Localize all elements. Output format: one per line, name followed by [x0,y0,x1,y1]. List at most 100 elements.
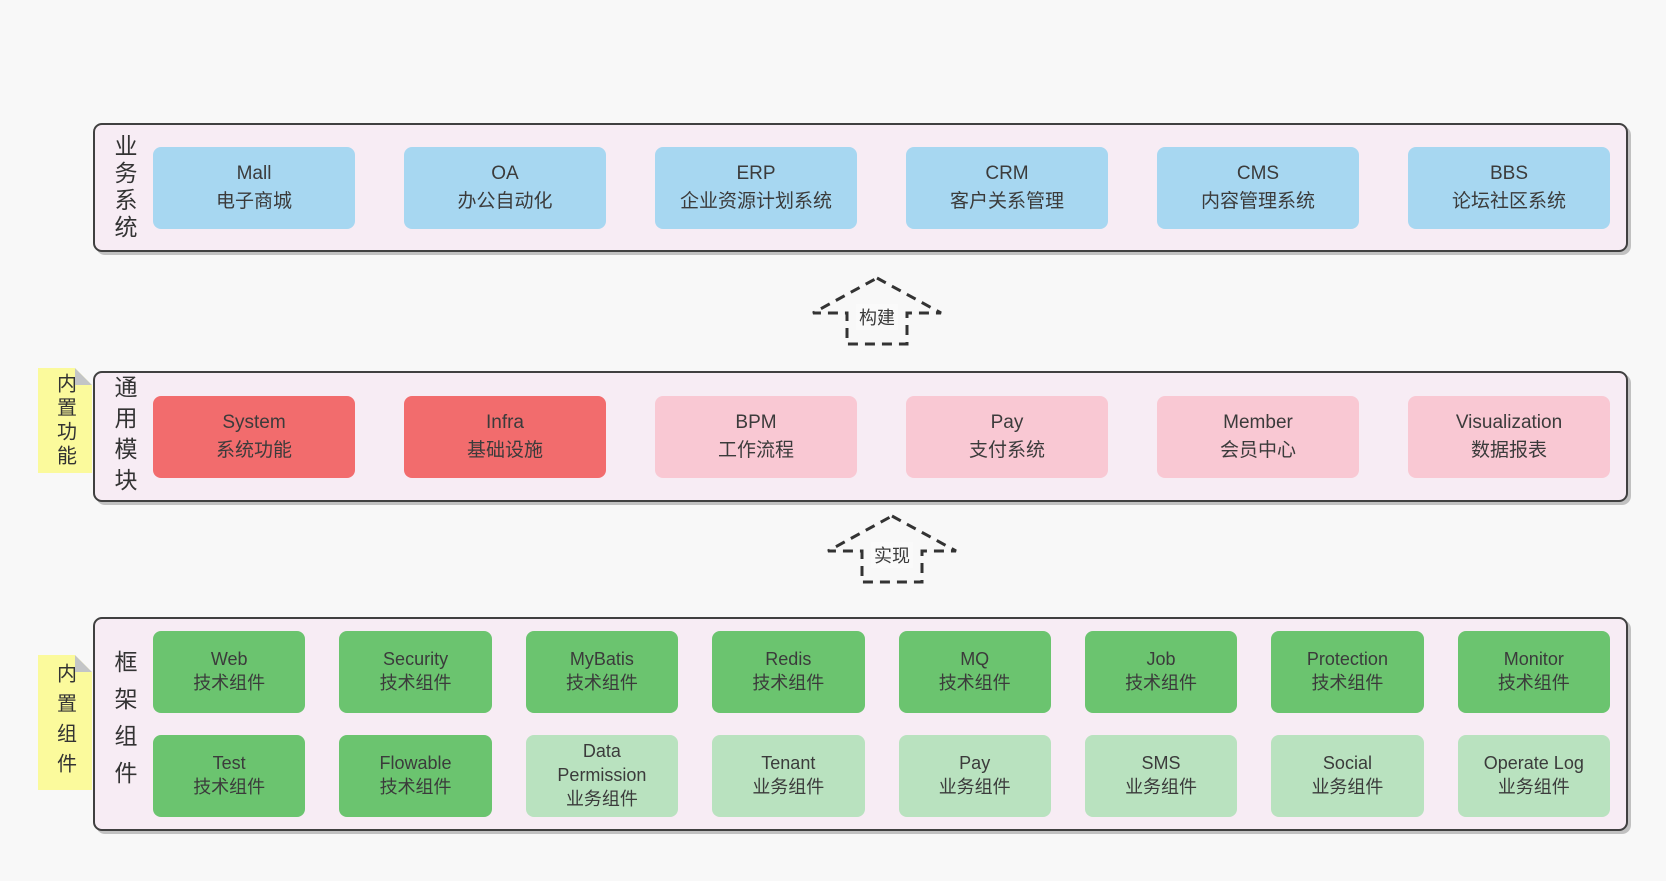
layer-common-modules: 通用模块 System 系统功能 Infra 基础设施 BPM 工作流程 Pay… [93,371,1628,502]
box-title: Protection [1306,649,1388,670]
box-title: BPM [735,411,777,433]
box-subtitle: 技术组件 [565,673,638,693]
sticky-fold-corner-icon [75,368,92,385]
layer-label-business: 业务系统 [111,133,137,242]
box-title: Security [383,649,449,670]
box-subtitle: 技术组件 [752,673,825,693]
box-mq: MQ 技术组件 [898,631,1051,713]
box-bpm: BPM 工作流程 [655,395,857,478]
box-subtitle: 数据报表 [1470,439,1547,461]
module-boxes: System 系统功能 Infra 基础设施 BPM 工作流程 Pay 支付系统… [153,373,1626,500]
up-arrow-icon [812,276,942,346]
box-security: Security 技术组件 [339,631,492,713]
arrow-implement-label: 实现 [871,541,913,568]
box-infra: Infra 基础设施 [404,395,606,478]
box-title: Data Permission [557,741,647,786]
box-title: System [222,411,286,433]
layer-label-modules: 通用模块 [111,374,137,499]
box-subtitle: 业务组件 [938,777,1011,797]
box-test: Test 技术组件 [153,735,306,817]
box-subtitle: 业务组件 [565,788,638,809]
box-title: MQ [960,649,990,670]
box-title: Infra [485,411,525,433]
up-arrow-icon [827,514,957,584]
sticky-built-in-features: 内置功能 [38,368,92,473]
arrow-build-label: 构建 [856,303,898,330]
box-subtitle: 内容管理系统 [1200,190,1315,212]
box-title: SMS [1141,753,1181,774]
box-tenant: Tenant 业务组件 [712,735,865,817]
box-visualization: Visualization 数据报表 [1408,395,1610,478]
component-grid: Web 技术组件 Security 技术组件 MyBatis 技术组件 Redi… [153,619,1626,829]
box-subtitle: 技术组件 [938,673,1011,693]
box-crm: CRM 客户关系管理 [906,146,1108,229]
box-subtitle: 业务组件 [1311,777,1384,797]
sticky-fold-corner-icon [75,655,92,672]
box-pay-component: Pay 业务组件 [898,735,1051,817]
box-subtitle: 基础设施 [466,439,543,461]
box-protection: Protection 技术组件 [1271,631,1424,713]
box-subtitle: 技术组件 [1125,673,1198,693]
box-redis: Redis 技术组件 [712,631,865,713]
box-title: Flowable [379,753,452,774]
box-title: Pay [990,411,1024,433]
box-sms: SMS 业务组件 [1084,735,1238,817]
box-title: CRM [985,162,1029,184]
box-title: BBS [1489,162,1529,184]
box-subtitle: 工作流程 [717,439,794,461]
box-title: MyBatis [569,649,634,670]
box-title: ERP [736,162,776,184]
box-title: Test [212,753,246,774]
sticky-built-in-components: 内置组件 [38,655,92,790]
box-subtitle: 技术组件 [1311,673,1384,693]
layer-framework-components: 框架组件 Web 技术组件 Security 技术组件 MyBatis 技术组件… [93,617,1628,831]
box-subtitle: 企业资源计划系统 [679,190,832,212]
box-subtitle: 技术组件 [379,673,452,693]
box-subtitle: 业务组件 [752,777,825,797]
box-subtitle: 支付系统 [968,439,1045,461]
box-cms: CMS 内容管理系统 [1157,146,1359,229]
box-monitor: Monitor 技术组件 [1457,631,1610,713]
box-title: Operate Log [1483,753,1584,774]
layer-label-components: 框架组件 [111,650,137,798]
box-pay-module: Pay 支付系统 [906,395,1108,478]
box-job: Job 技术组件 [1084,631,1238,713]
box-mall: Mall 电子商城 [153,146,355,229]
box-mybatis: MyBatis 技术组件 [525,631,679,713]
box-subtitle: 业务组件 [1497,777,1570,797]
box-title: Monitor [1503,649,1564,670]
box-title: OA [491,162,519,184]
business-boxes: Mall 电子商城 OA 办公自动化 ERP 企业资源计划系统 CRM 客户关系… [153,125,1626,250]
box-title: Job [1146,649,1176,670]
box-bbs: BBS 论坛社区系统 [1408,146,1610,229]
box-subtitle: 办公自动化 [457,190,553,212]
box-flowable: Flowable 技术组件 [339,735,492,817]
component-row-2: Test 技术组件 Flowable 技术组件 Data Permission … [153,735,1610,817]
arrow-build: 构建 [807,274,947,348]
box-member: Member 会员中心 [1157,395,1359,478]
box-title: CMS [1236,162,1280,184]
box-subtitle: 技术组件 [1497,673,1570,693]
box-title: Redis [765,649,812,670]
box-subtitle: 客户关系管理 [949,190,1064,212]
box-title: Tenant [761,753,816,774]
layer-business-systems: 业务系统 Mall 电子商城 OA 办公自动化 ERP 企业资源计划系统 CRM… [93,123,1628,252]
box-title: Pay [959,753,991,774]
box-system: System 系统功能 [153,395,355,478]
sticky-label: 内置功能 [53,372,76,469]
box-subtitle: 技术组件 [193,777,266,797]
box-web: Web 技术组件 [153,631,306,713]
box-title: Mall [236,162,272,184]
box-subtitle: 系统功能 [215,439,292,461]
box-subtitle: 技术组件 [193,673,266,693]
box-subtitle: 技术组件 [379,777,452,797]
box-title: Web [210,649,248,670]
box-subtitle: 电子商城 [215,190,292,212]
box-title: Member [1223,411,1293,433]
arrow-implement: 实现 [822,512,962,586]
box-operate-log: Operate Log 业务组件 [1457,735,1610,817]
box-social: Social 业务组件 [1271,735,1424,817]
box-data-permission: Data Permission 业务组件 [525,735,679,817]
box-title: Visualization [1455,411,1563,433]
